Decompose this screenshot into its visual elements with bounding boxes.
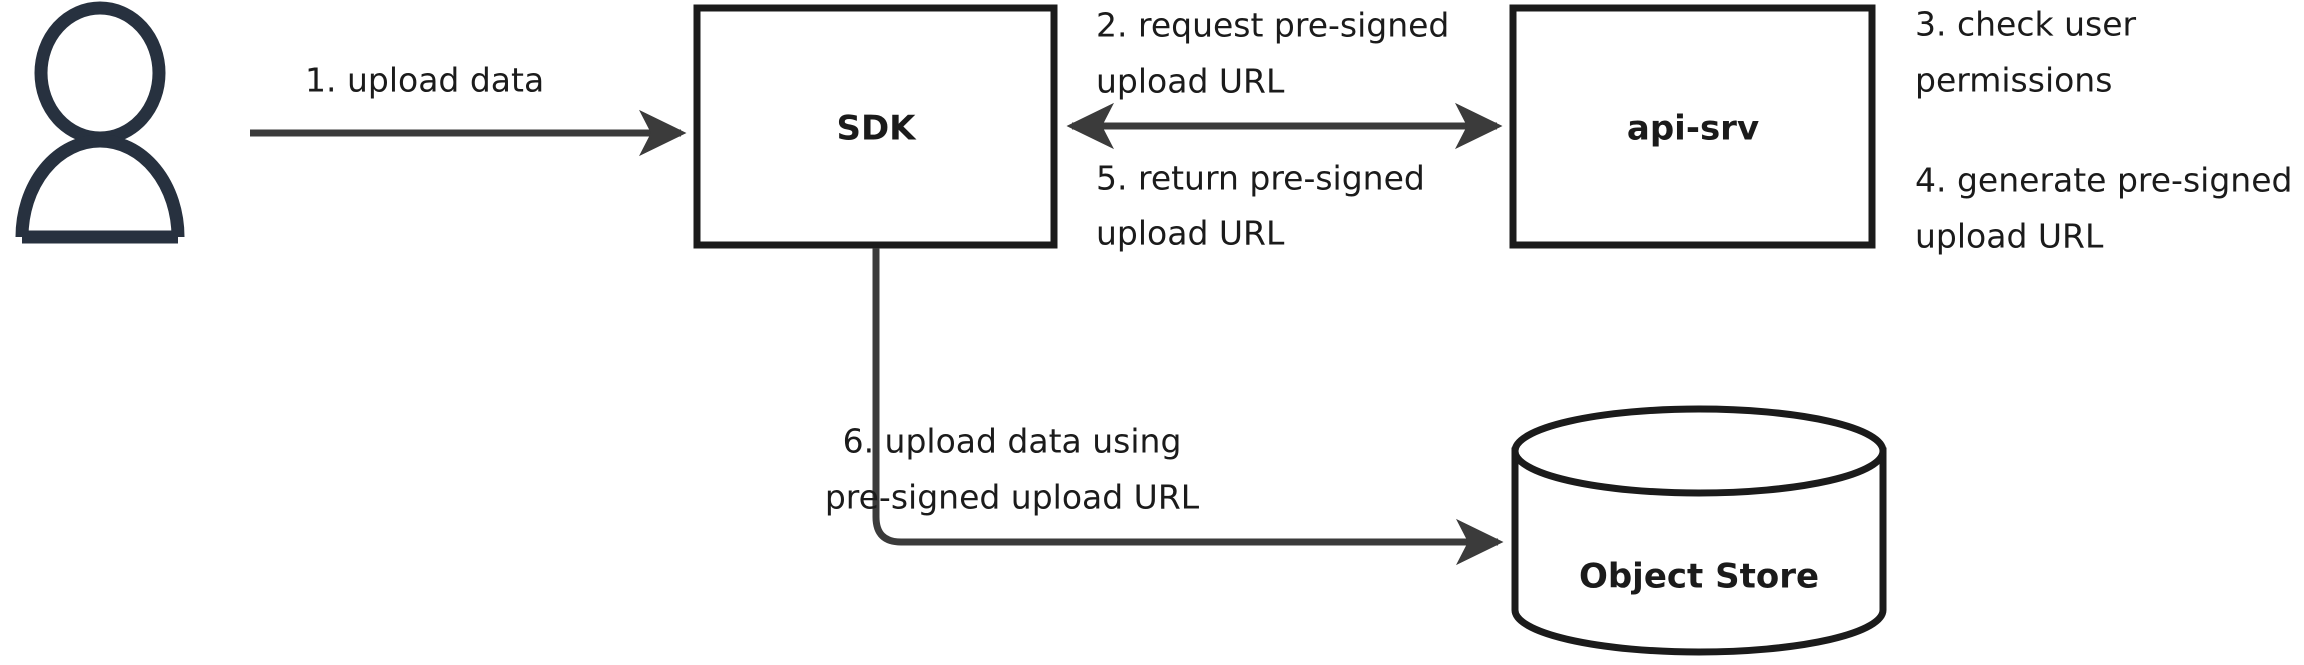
edge-label-upload-store-line1: 6. upload data using	[843, 422, 1182, 461]
node-api-srv[interactable]: api-srv	[1509, 4, 1876, 249]
object-store-top	[1511, 405, 1887, 497]
annotation-check-permissions-line2: permissions	[1915, 61, 2112, 100]
api-srv-label: api-srv	[1627, 109, 1759, 149]
sdk-label: SDK	[836, 109, 917, 149]
annotation-check-permissions-line1: 3. check user	[1915, 5, 2136, 44]
edge-upload-to-object-store: 6. upload data using pre-signed upload U…	[825, 248, 1504, 566]
edge-request-return-url: 2. request pre-signed upload URL 5. retu…	[1066, 6, 1503, 253]
object-store-body	[1511, 447, 1887, 656]
edge-label-upload-data: 1. upload data	[305, 61, 544, 100]
annotation-generate-url-line2: upload URL	[1915, 217, 2104, 256]
annotation-check-permissions: 3. check user permissions	[1915, 5, 2136, 100]
edge-upload-data: 1. upload data	[250, 61, 687, 157]
edge-label-request-url-line1: 2. request pre-signed	[1096, 6, 1449, 45]
edge-label-request-url-line2: upload URL	[1096, 62, 1285, 101]
edge-label-upload-store-line2: pre-signed upload URL	[825, 478, 1200, 517]
object-store-label: Object Store	[1579, 557, 1819, 597]
api-srv-box-shape	[1509, 4, 1876, 249]
node-object-store[interactable]: Object Store	[1511, 405, 1887, 656]
annotation-generate-url-line1: 4. generate pre-signed	[1915, 161, 2292, 200]
node-sdk[interactable]: SDK	[693, 4, 1058, 249]
edge-label-return-url-line1: 5. return pre-signed	[1096, 159, 1425, 198]
annotation-generate-url: 4. generate pre-signed upload URL	[1915, 161, 2292, 256]
user-avatar-icon	[15, 1, 185, 244]
sdk-box-shape	[693, 4, 1058, 249]
edge-label-return-url-line2: upload URL	[1096, 214, 1285, 253]
